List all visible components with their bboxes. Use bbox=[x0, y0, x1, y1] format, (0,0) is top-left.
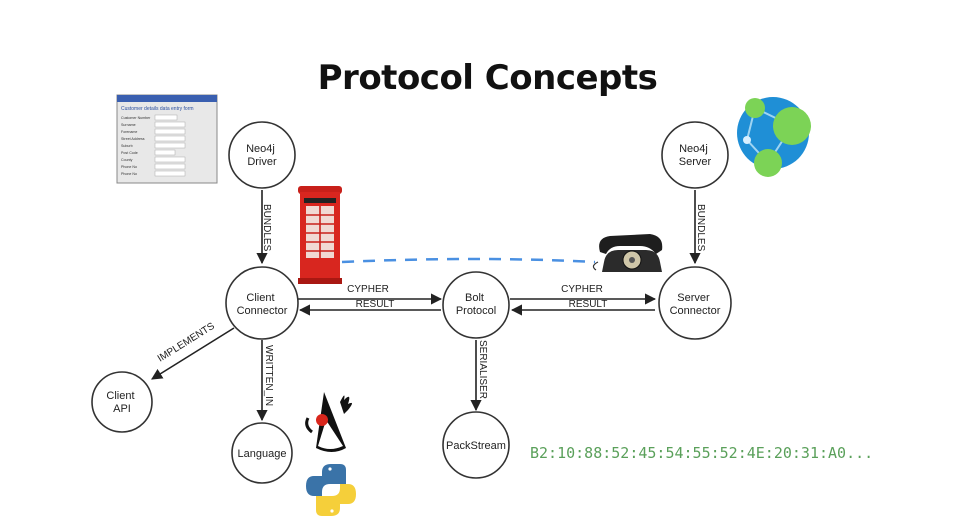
svg-text:Suburb: Suburb bbox=[121, 144, 133, 148]
svg-text:Client Connector: Client Connector bbox=[237, 292, 288, 317]
rotary-telephone-image bbox=[592, 234, 663, 272]
svg-text:Server Connector: Server Connector bbox=[670, 292, 721, 317]
svg-text:PackStream: PackStream bbox=[446, 440, 506, 452]
svg-text:Customer details data entry fo: Customer details data entry form bbox=[121, 106, 194, 112]
node-bolt-protocol: Bolt Protocol bbox=[442, 271, 510, 339]
neo4j-logo bbox=[737, 97, 811, 177]
edge-label-serialiser: SERIALISER bbox=[477, 340, 488, 399]
node-neo4j-driver: Neo4j Driver bbox=[228, 121, 296, 189]
edge-label-result-left: RESULT bbox=[356, 299, 395, 310]
svg-text:Language: Language bbox=[238, 448, 287, 460]
node-packstream: PackStream bbox=[442, 411, 510, 479]
node-server-connector: Server Connector bbox=[658, 266, 732, 340]
data-entry-form-image: Customer details data entry form Custome… bbox=[116, 94, 218, 184]
svg-text:Bolt Protocol: Bolt Protocol bbox=[456, 292, 496, 317]
svg-text:Street Address: Street Address bbox=[121, 137, 145, 141]
svg-text:Neo4j Server: Neo4j Server bbox=[679, 143, 712, 168]
svg-text:Neo4j Driver: Neo4j Driver bbox=[246, 143, 278, 168]
edge-label-cypher-right: CYPHER bbox=[561, 284, 603, 295]
svg-text:Customer Number: Customer Number bbox=[121, 116, 151, 120]
python-logo bbox=[306, 464, 356, 516]
edge-label-result-right: RESULT bbox=[569, 299, 608, 310]
svg-text:Phone No: Phone No bbox=[121, 172, 137, 176]
svg-text:County: County bbox=[121, 158, 133, 162]
edge-label-cypher-left: CYPHER bbox=[347, 284, 389, 295]
svg-text:Post Code: Post Code bbox=[121, 151, 138, 155]
svg-text:Forename: Forename bbox=[121, 130, 137, 134]
node-neo4j-server: Neo4j Server bbox=[661, 121, 729, 189]
edge-implements bbox=[151, 327, 235, 380]
node-client-api: Client API bbox=[91, 371, 153, 433]
phone-booth-image bbox=[298, 186, 342, 284]
phone-link-dashed-line bbox=[341, 257, 596, 264]
edge-label-bundles-right: BUNDLES bbox=[695, 204, 706, 252]
packstream-hex-output: B2:10:88:52:45:54:55:52:4E:20:31:A0... bbox=[530, 444, 874, 462]
edge-label-bundles-left: BUNDLES bbox=[261, 204, 272, 252]
node-language: Language bbox=[231, 422, 293, 484]
svg-text:Phone No: Phone No bbox=[121, 165, 137, 169]
page-title: Protocol Concepts bbox=[317, 58, 658, 98]
java-duke-mascot bbox=[305, 392, 352, 452]
svg-text:Client API: Client API bbox=[106, 390, 137, 415]
node-client-connector: Client Connector bbox=[225, 266, 299, 340]
svg-text:Surname: Surname bbox=[121, 123, 136, 127]
edge-label-written-in: WRITTEN_IN bbox=[263, 345, 274, 406]
